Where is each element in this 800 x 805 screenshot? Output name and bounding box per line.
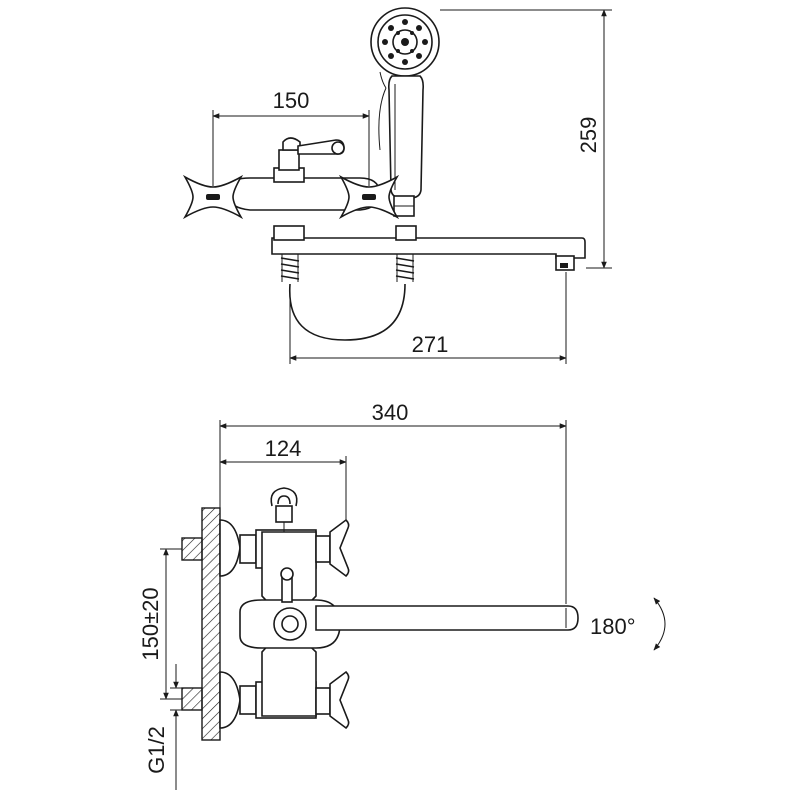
lower-wall-pipe	[181, 687, 203, 711]
dim-label-124: 124	[265, 436, 302, 461]
left-eccentric-connector	[280, 254, 300, 282]
right-cross-handle	[338, 174, 400, 220]
top-view: 150 259 271	[182, 7, 612, 364]
spout	[271, 237, 586, 259]
dim-label-150: 150	[273, 88, 310, 113]
rotation-label: 180°	[590, 614, 636, 639]
dim-height: 259	[440, 9, 612, 269]
dim-body-depth: 124	[219, 436, 347, 520]
rotation-indicator: 180°	[590, 597, 666, 651]
spout-side	[315, 605, 579, 631]
dim-spout-reach: 271	[289, 272, 567, 364]
dim-label-g12: G1/2	[144, 726, 169, 774]
wall-section	[201, 507, 221, 741]
right-eccentric-connector	[395, 254, 415, 282]
dim-thread: G1/2	[144, 664, 182, 790]
lower-cross-handle-side	[315, 670, 350, 730]
dim-vertical-spacing: 150±20	[138, 548, 182, 700]
upper-wall-pipe	[181, 537, 203, 561]
dim-label-259: 259	[576, 117, 601, 154]
dim-label-150-20: 150±20	[138, 587, 163, 660]
shower-hose-link	[379, 71, 387, 89]
side-view: 180° 340 124 150±20 G1/2	[138, 400, 666, 790]
shower-head	[370, 7, 440, 77]
dim-handle-spacing: 150	[212, 88, 370, 186]
upper-cross-handle-side	[315, 518, 350, 578]
dim-label-271: 271	[412, 332, 449, 357]
diverter-lever	[273, 137, 345, 183]
shower-holder-side	[270, 487, 298, 532]
left-cross-handle	[182, 174, 244, 220]
shower-hose	[288, 283, 406, 341]
dim-total-length: 340	[219, 400, 567, 604]
dim-label-340: 340	[372, 400, 409, 425]
